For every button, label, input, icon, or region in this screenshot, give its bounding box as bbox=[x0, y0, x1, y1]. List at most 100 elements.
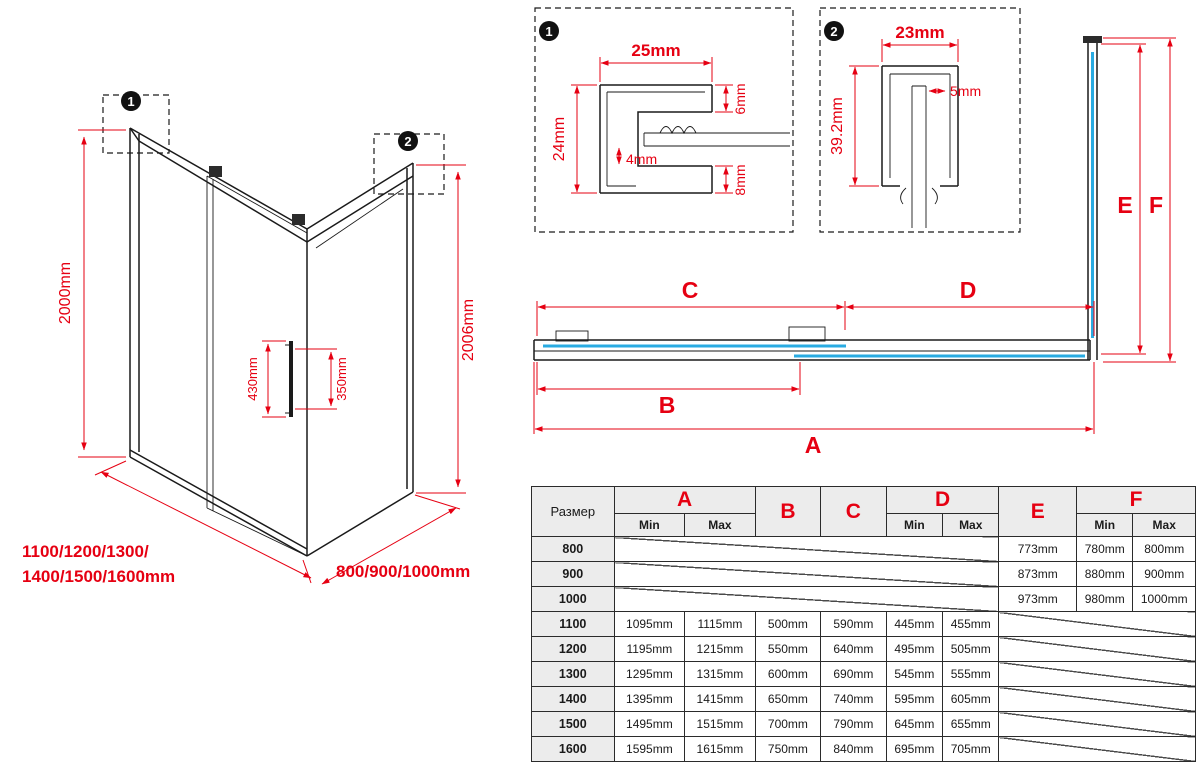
cell-d-min: 495mm bbox=[885, 636, 944, 662]
dim-handle-holes: 350mm bbox=[334, 357, 349, 400]
cell-d-max: 455mm bbox=[942, 611, 1000, 637]
row-size: 1000 bbox=[531, 586, 615, 612]
row-size: 1300 bbox=[531, 661, 615, 687]
cell-a-max: 1115mm bbox=[684, 611, 756, 637]
col-header-d-min: Min bbox=[885, 513, 944, 537]
cell-ef-na bbox=[998, 686, 1196, 712]
detail2-marker-label: 2 bbox=[830, 24, 837, 39]
marker-2-label: 2 bbox=[404, 134, 411, 149]
dim-label-f: F bbox=[1149, 192, 1163, 218]
cell-a-min: 1095mm bbox=[613, 611, 686, 637]
door-rollers bbox=[209, 166, 305, 225]
cell-a-max: 1215mm bbox=[684, 636, 756, 662]
detail2-dim-height: 39.2mm bbox=[829, 97, 846, 155]
cell-e: 973mm bbox=[998, 586, 1078, 612]
plan-view: C D B A E F bbox=[533, 36, 1176, 458]
col-header-f-max: Max bbox=[1132, 513, 1196, 537]
cell-b: 500mm bbox=[754, 611, 822, 637]
cell-a-min: 1595mm bbox=[613, 736, 686, 762]
detail2-dimensions: 23mm 5mm 39.2mm bbox=[829, 23, 981, 187]
cell-c: 640mm bbox=[820, 636, 887, 662]
plan-glass-panels bbox=[543, 52, 1094, 358]
marker-2-badge bbox=[398, 131, 418, 151]
detail2-marker-badge bbox=[824, 21, 844, 41]
cell-d-min: 595mm bbox=[885, 686, 944, 712]
dim-widths-line1: 1100/1200/1300/ bbox=[22, 542, 149, 561]
cell-c: 740mm bbox=[820, 686, 887, 712]
col-header-e: E bbox=[998, 486, 1078, 537]
iso-shower-drawing: 1 2 2000mm 2006mm 430mm 350mm 1100/1200/… bbox=[22, 91, 477, 586]
cell-abcd-na bbox=[613, 586, 1000, 612]
cell-a-min: 1495mm bbox=[613, 711, 686, 737]
detail1-marker-badge bbox=[539, 21, 559, 41]
detail2-border bbox=[819, 7, 1021, 233]
dim-widths-line2: 1400/1500/1600mm bbox=[22, 567, 175, 586]
col-header-d-max: Max bbox=[942, 513, 1000, 537]
cell-abcd-na bbox=[613, 536, 1000, 562]
cell-abcd-na bbox=[613, 561, 1000, 587]
cell-a-max: 1515mm bbox=[684, 711, 756, 737]
col-header-size: Размер bbox=[531, 486, 615, 537]
plan-track bbox=[533, 326, 1091, 361]
cell-a-min: 1295mm bbox=[613, 661, 686, 687]
front-door-frame bbox=[129, 127, 308, 557]
col-header-a-max: Max bbox=[684, 513, 756, 537]
detail1-dimensions: 25mm 24mm 4mm 6mm 8mm bbox=[551, 41, 748, 196]
plan-dimensions: C D B A E F bbox=[533, 37, 1176, 458]
size-table-container: Размер A B C D E F Min Max Min Max Min M… bbox=[531, 486, 1196, 762]
cell-c: 840mm bbox=[820, 736, 887, 762]
dim-label-c: C bbox=[682, 277, 699, 303]
dim-label-b: B bbox=[659, 392, 676, 418]
cell-a-min: 1395mm bbox=[613, 686, 686, 712]
row-size: 1100 bbox=[531, 611, 615, 637]
cell-c: 590mm bbox=[820, 611, 887, 637]
detail1-dim-height: 24mm bbox=[551, 117, 568, 161]
marker-1-label: 1 bbox=[127, 94, 134, 109]
cell-d-max: 605mm bbox=[942, 686, 1000, 712]
cell-ef-na bbox=[998, 611, 1196, 637]
cell-d-max: 555mm bbox=[942, 661, 1000, 687]
cell-a-max: 1615mm bbox=[684, 736, 756, 762]
row-size: 800 bbox=[531, 536, 615, 562]
col-header-f-min: Min bbox=[1076, 513, 1134, 537]
cell-ef-na bbox=[998, 736, 1196, 762]
cell-f-max: 1000mm bbox=[1132, 586, 1196, 612]
col-header-d: D bbox=[885, 486, 1000, 514]
dim-depths: 800/900/1000mm bbox=[336, 562, 470, 581]
cell-ef-na bbox=[998, 636, 1196, 662]
row-size: 900 bbox=[531, 561, 615, 587]
cell-b: 700mm bbox=[754, 711, 822, 737]
detail1-marker-label: 1 bbox=[545, 24, 552, 39]
cell-e: 873mm bbox=[998, 561, 1078, 587]
cell-d-min: 695mm bbox=[885, 736, 944, 762]
cell-f-min: 880mm bbox=[1076, 561, 1134, 587]
cell-f-max: 900mm bbox=[1132, 561, 1196, 587]
dim-label-e: E bbox=[1117, 192, 1132, 218]
cell-d-max: 655mm bbox=[942, 711, 1000, 737]
cell-ef-na bbox=[998, 661, 1196, 687]
cell-d-min: 545mm bbox=[885, 661, 944, 687]
cell-a-min: 1195mm bbox=[613, 636, 686, 662]
col-header-f: F bbox=[1076, 486, 1196, 514]
row-size: 1400 bbox=[531, 686, 615, 712]
detail1-dim-bottom-gap: 8mm bbox=[732, 164, 748, 195]
detail2-profile bbox=[881, 65, 959, 228]
detail2-dim-width: 23mm bbox=[895, 23, 944, 42]
dim-height-left: 2000mm bbox=[57, 262, 74, 324]
detail1-profile bbox=[599, 84, 790, 194]
col-header-a: A bbox=[613, 486, 756, 514]
row-size: 1600 bbox=[531, 736, 615, 762]
cell-f-min: 980mm bbox=[1076, 586, 1134, 612]
cell-d-min: 445mm bbox=[885, 611, 944, 637]
cell-d-max: 705mm bbox=[942, 736, 1000, 762]
